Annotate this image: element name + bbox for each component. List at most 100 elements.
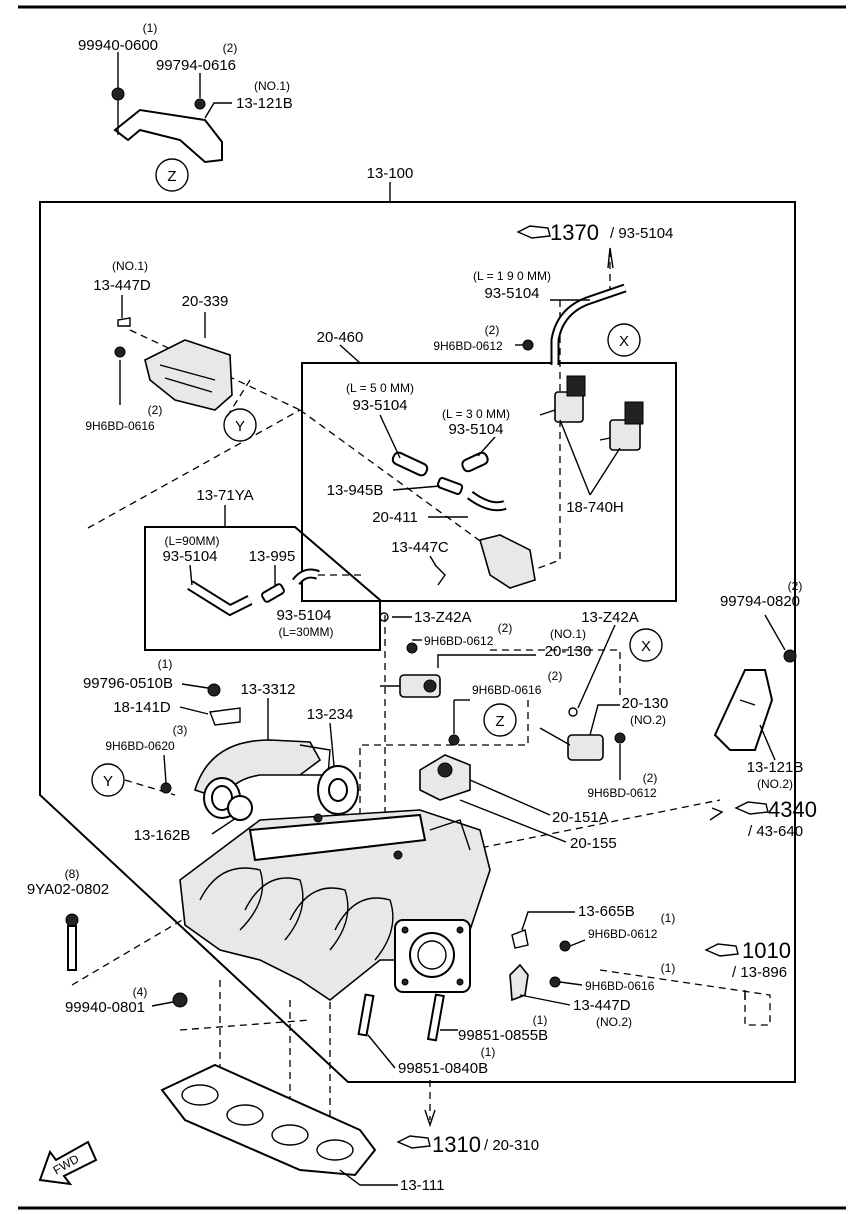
marker-x-label: X — [619, 333, 629, 350]
part-number: 9H6BD-0616 — [472, 683, 542, 697]
dashed-guide — [124, 779, 176, 796]
part-number: 99940-0600 — [78, 37, 158, 54]
part-number: 13-447D — [573, 997, 631, 1014]
marker-y-lower — [91, 763, 125, 797]
part-number: 93-5104 — [484, 285, 539, 302]
stud-99851-0855b — [426, 993, 445, 1042]
part-number: 13-121B — [236, 95, 293, 112]
qty-label: (8) — [65, 867, 80, 881]
stud-99851-0840b — [357, 993, 375, 1037]
leader — [179, 706, 209, 715]
dashed-guide — [299, 409, 521, 571]
part-number: 9H6BD-0616 — [85, 419, 155, 433]
qty-label: (2) — [498, 621, 513, 635]
bolt-icon — [406, 642, 418, 654]
qty-label: (NO.1) — [112, 259, 148, 273]
marker-y-upper — [223, 408, 257, 442]
pointer-hand-icon — [516, 225, 551, 239]
qty-label: (2) — [223, 41, 238, 55]
ref-sub: / 20-310 — [484, 1137, 539, 1154]
ref-sub: / 43-640 — [748, 823, 803, 840]
bracket-13-121b-no2 — [713, 649, 797, 751]
part-number: 13-Z42A — [414, 609, 472, 626]
sensor-20-130-no1 — [380, 674, 441, 698]
leader — [329, 722, 335, 767]
clip-13-z42a — [379, 612, 389, 622]
part-number: 99794-0820 — [720, 593, 800, 610]
air-tube-13-3312 — [194, 739, 331, 819]
dashed-guide — [87, 409, 301, 529]
part-number: 18-141D — [113, 699, 171, 716]
bracket-13-665b — [511, 929, 571, 952]
labels: (1) 99940-0600 (2) 99794-0616 (NO.1) 13-… — [27, 21, 817, 1194]
length-label: (L = 3 0 MM) — [442, 407, 510, 421]
qty-label: (NO.2) — [596, 1015, 632, 1029]
bolt-icon — [522, 339, 534, 351]
bracket-13-447c — [434, 534, 536, 589]
arrow-up — [607, 247, 614, 269]
joint-13-995 — [261, 583, 285, 603]
part-number: 13-3312 — [240, 681, 295, 698]
qty-label: (1) — [661, 911, 676, 925]
nut-99940-0801 — [172, 992, 188, 1008]
pointer-hand-icon — [704, 943, 739, 957]
part-number: 99796-0510B — [83, 675, 173, 692]
marker-y-label: Y — [103, 773, 113, 790]
leader — [163, 754, 167, 784]
leader — [559, 981, 583, 986]
qty-label: (NO.1) — [254, 79, 290, 93]
o-ring-13-162b — [227, 795, 253, 821]
part-number: 20-339 — [182, 293, 229, 310]
marker-z-lower — [483, 703, 517, 737]
part-number: 13-111 — [400, 1177, 444, 1194]
part-number: 20-155 — [570, 835, 617, 852]
leader — [189, 564, 193, 586]
qty-label: (2) — [485, 323, 500, 337]
part-number: 13-995 — [249, 548, 296, 565]
hose-50mm — [391, 451, 429, 477]
part-number: 99851-0855B — [458, 1027, 548, 1044]
part-number: 20-130 — [545, 643, 592, 660]
marker-x-label: X — [641, 638, 651, 655]
ref-sub: / 93-5104 — [610, 225, 673, 242]
part-number: 9H6BD-0612 — [433, 339, 503, 353]
part-number: 99851-0840B — [398, 1060, 488, 1077]
gasket-13-234 — [317, 765, 359, 815]
subassembly-box-13-71ya — [144, 526, 381, 651]
part-number: 13-71YA — [196, 487, 253, 504]
leader — [589, 704, 620, 736]
hose-30mm — [461, 451, 489, 473]
joint-13-945b — [436, 477, 464, 495]
qty-label: (3) — [173, 723, 188, 737]
marker-y-label: Y — [235, 418, 245, 435]
part-number: 13-162B — [134, 827, 191, 844]
arrow-down — [424, 1109, 436, 1128]
part-number: 18-740H — [566, 499, 624, 516]
part-number: 20-460 — [317, 329, 364, 346]
part-number: 13-Z42A — [581, 609, 639, 626]
fwd-label: FWD — [51, 1151, 82, 1177]
qty-label: (NO.1) — [550, 627, 586, 641]
length-label: (L = 5 0 MM) — [346, 381, 414, 395]
ref-main: 1370 — [550, 220, 599, 245]
leader — [569, 939, 586, 947]
part-number: 13-447C — [391, 539, 449, 556]
pointer-hand-icon — [396, 1135, 431, 1149]
part-number: 13-665B — [578, 903, 635, 920]
marker-x-lower — [629, 628, 663, 662]
qty-label: (1) — [481, 1045, 496, 1059]
ref-main: 1010 — [742, 938, 791, 963]
leader — [519, 994, 571, 1006]
leader — [577, 624, 616, 709]
part-number: 13-945B — [327, 482, 384, 499]
dashed-guide — [599, 969, 771, 1026]
bolt-icon — [160, 782, 172, 794]
leader — [521, 911, 575, 931]
leader — [459, 799, 567, 843]
dashed-guide — [469, 799, 721, 851]
clip-18-141d — [209, 707, 241, 726]
dashed-guide — [179, 1019, 311, 1031]
solenoid-valve-18-740h — [539, 375, 644, 451]
length-label: (L = 1 9 0 MM) — [473, 269, 551, 283]
